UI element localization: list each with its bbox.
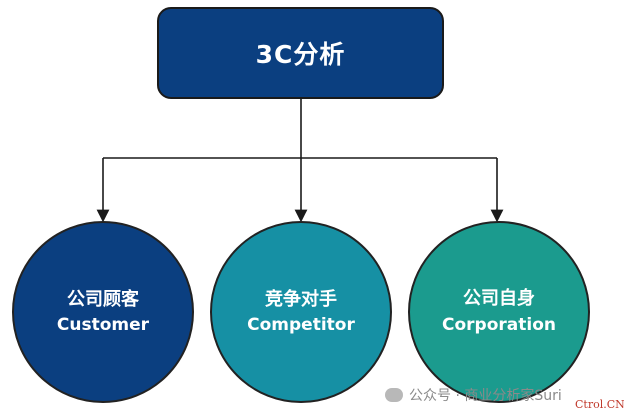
node-customer: 公司顾客 Customer [12,221,194,403]
watermark: 公众号 · 商业分析家Suri [385,384,562,406]
node-corporation-subtitle: Corporation [442,315,556,335]
node-customer-title: 公司顾客 [67,289,139,310]
node-customer-subtitle: Customer [56,315,150,335]
watermark-text: 公众号 · 商业分析家Suri [409,388,562,404]
brand-mark: Ctrol.CN [575,398,624,411]
wechat-icon [385,388,403,402]
node-competitor-subtitle: Competitor [247,315,355,335]
root-label: 3C分析 [255,40,346,69]
node-competitor-title: 竞争对手 [265,289,337,310]
node-corporation: 公司自身 Corporation [408,221,590,403]
node-corporation-title: 公司自身 [463,288,535,309]
root-node-3c: 3C分析 [157,7,444,99]
node-competitor: 竞争对手 Competitor [210,221,392,403]
